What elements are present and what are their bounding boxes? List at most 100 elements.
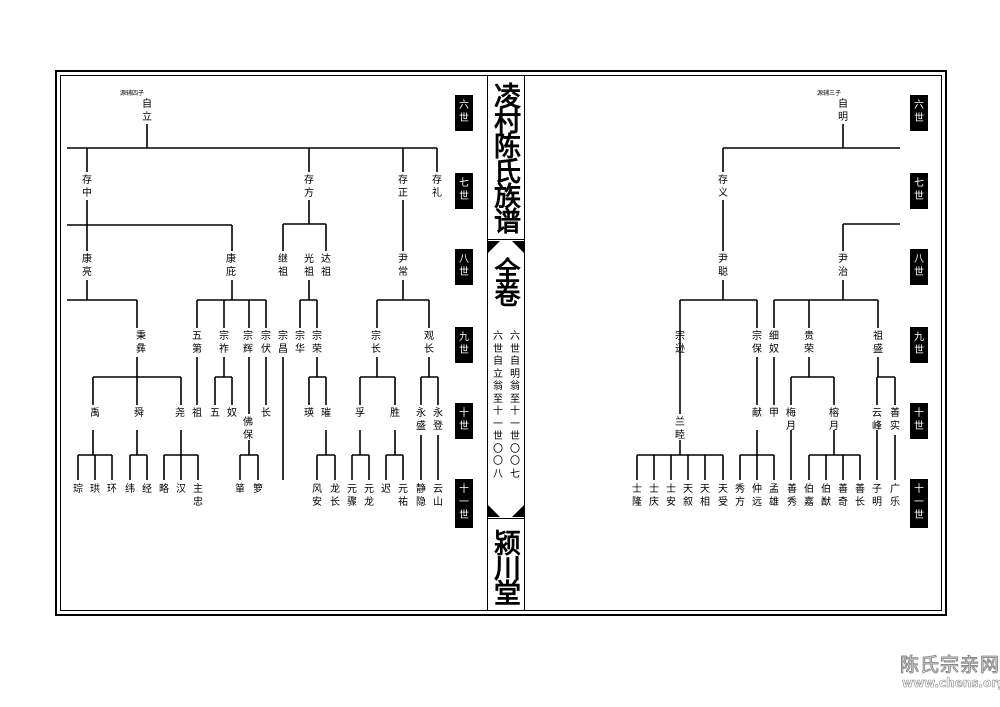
- person-name: 存方: [304, 175, 314, 199]
- person-name: 继祖: [278, 254, 288, 278]
- person-name: 纬: [125, 484, 135, 495]
- person-name: 元祐: [398, 484, 408, 508]
- person-name: 仲远: [752, 484, 762, 508]
- page-frame-outer: [55, 70, 947, 616]
- person-name: 璀: [321, 408, 331, 419]
- generation-label: 七世: [455, 173, 473, 209]
- person-name: 舜: [134, 408, 144, 419]
- person-name: 达祖: [321, 254, 331, 278]
- person-name: 士隆: [632, 484, 642, 508]
- person-name: 静隐: [416, 484, 426, 508]
- person-name: 广乐: [890, 484, 900, 508]
- person-name: 主忠: [193, 484, 203, 508]
- triangle-marker-bottom-right: [512, 505, 524, 517]
- spine-range-right: 六世自明翁至十一世〇〇七: [510, 331, 520, 480]
- generation-label: 八世: [910, 249, 928, 285]
- generation-label: 十世: [910, 403, 928, 439]
- person-name: 孟雄: [769, 484, 779, 508]
- person-name: 伯嘉: [804, 484, 814, 508]
- person-name: 兰睦: [675, 417, 685, 441]
- spine-rule: [488, 518, 524, 519]
- root-note-left: 源辅四子: [120, 90, 145, 97]
- person-name: 祖: [192, 408, 202, 419]
- person-name: 宗华: [295, 331, 305, 355]
- person-name: 康亮: [82, 254, 92, 278]
- person-name: 自明: [838, 99, 848, 123]
- spine-volume: 全卷: [490, 257, 520, 305]
- person-name: 天受: [718, 484, 728, 508]
- person-name: 秀方: [735, 484, 745, 508]
- person-name: 宗荣: [312, 331, 322, 355]
- generation-label: 八世: [455, 249, 473, 285]
- page-frame-inner: [60, 75, 942, 611]
- root-note-right: 源辅三子: [817, 90, 842, 97]
- person-name: 尹聪: [718, 254, 728, 278]
- generation-label: 十世: [455, 403, 473, 439]
- generation-label: 十一世: [455, 479, 473, 528]
- person-name: 迟: [381, 484, 391, 495]
- person-name: 元龙: [364, 484, 374, 508]
- person-name: 宗祚: [219, 331, 229, 355]
- person-name: 伯猷: [821, 484, 831, 508]
- person-name: 士庆: [649, 484, 659, 508]
- generation-label: 六世: [455, 95, 473, 131]
- person-name: 献: [752, 408, 762, 419]
- person-name: 宗长: [371, 331, 381, 355]
- person-name: 自立: [142, 99, 152, 123]
- person-name: 存礼: [432, 175, 442, 199]
- person-name: 汉: [176, 484, 186, 495]
- generation-label: 九世: [455, 327, 473, 363]
- person-name: 宗昌: [278, 331, 288, 355]
- person-name: 康庇: [226, 254, 236, 278]
- person-name: 存义: [718, 175, 728, 199]
- person-name: 永登: [433, 408, 443, 432]
- triangle-marker-bottom-left: [488, 505, 500, 517]
- watermark-logo: 陈氏宗亲网 www.chens.org.cn: [896, 648, 1000, 707]
- person-name: 琮: [73, 484, 83, 495]
- person-name: 瑛: [304, 408, 314, 419]
- person-name: 光祖: [304, 254, 314, 278]
- person-name: 五第: [192, 331, 202, 355]
- generation-label: 九世: [910, 327, 928, 363]
- person-name: 孚: [355, 408, 365, 419]
- person-name: 天叙: [683, 484, 693, 508]
- spine-rule: [488, 239, 524, 240]
- person-name: 宗伏: [261, 331, 271, 355]
- person-name: 尹常: [398, 254, 408, 278]
- person-name: 云山: [433, 484, 443, 508]
- person-name: 善秀: [787, 484, 797, 508]
- person-name: 善长: [855, 484, 865, 508]
- spine-range-left: 六世自立翁至十一世〇〇八: [493, 331, 503, 480]
- watermark-url: www.chens.org.cn: [902, 676, 1000, 691]
- watermark-text: 陈氏宗亲网: [899, 654, 1000, 677]
- spine-title: 凌村陈氏族谱: [489, 82, 520, 232]
- person-name: 善奇: [838, 484, 848, 508]
- person-name: 奴: [227, 408, 237, 419]
- person-name: 尹治: [838, 254, 848, 278]
- person-name: 珙: [90, 484, 100, 495]
- person-name: 尧: [175, 408, 185, 419]
- spine-hall-name: 颍川堂: [489, 528, 520, 604]
- person-name: 胜: [390, 408, 400, 419]
- person-name: 风安: [312, 484, 322, 508]
- person-name: 元骤: [347, 484, 357, 508]
- person-name: 宗保: [752, 331, 762, 355]
- person-name: 箪: [235, 484, 245, 495]
- person-name: 环: [107, 484, 117, 495]
- person-name: 天相: [700, 484, 710, 508]
- person-name: 五: [210, 408, 220, 419]
- person-name: 经: [142, 484, 152, 495]
- person-name: 子明: [872, 484, 882, 508]
- person-name: 祖盛: [873, 331, 883, 355]
- person-name: 秉彝: [136, 331, 146, 355]
- person-name: 云峰: [872, 408, 882, 432]
- person-name: 士安: [666, 484, 676, 508]
- person-name: 甲: [769, 408, 779, 419]
- person-name: 榕月: [829, 408, 839, 432]
- person-name: 存中: [82, 175, 92, 199]
- person-name: 宗逊: [675, 331, 685, 355]
- person-name: 禹: [90, 408, 100, 419]
- person-name: 龙长: [330, 484, 340, 508]
- person-name: 存正: [398, 175, 408, 199]
